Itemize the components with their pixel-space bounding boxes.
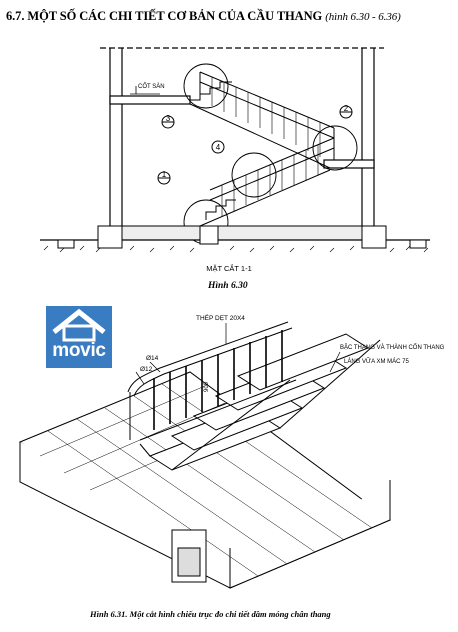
label-900: 900 [204, 381, 210, 392]
label-thep-det: THÉP DẸT 20X4 [196, 313, 245, 322]
ground-foundation [40, 225, 430, 249]
section-heading: 6.7. MỘT SỐ CÁC CHI TIẾT CƠ BẢN CỦA CẦU … [6, 9, 456, 24]
stair-stringer [139, 339, 381, 471]
figure-6-31-caption: Hình 6.31. Một cắt hình chiếu trục đo ch… [90, 609, 331, 619]
logo-text: movic [52, 340, 106, 361]
foundation-beam [171, 529, 207, 583]
leader-lines [135, 323, 341, 385]
house-icon [52, 308, 106, 342]
section-label: MẶT CẮT 1-1 [206, 264, 252, 273]
stair-railing [127, 321, 297, 441]
cot-san-label: CỐT SÀN [138, 83, 165, 90]
movic-logo: movic [46, 306, 112, 368]
callout-markers: 2 3 4 1 [157, 104, 353, 185]
upper-flight [189, 71, 335, 169]
callout-4: 4 [216, 143, 221, 152]
stair-steps [148, 333, 370, 471]
figure-reference: (hình 6.30 - 6.36) [325, 11, 401, 23]
label-bac-thang-1: BẬC THANG VÀ THÀNH CỐN THANG [340, 344, 445, 351]
label-d14: Ø14 [146, 355, 159, 362]
callout-3: 3 [166, 114, 171, 123]
callout-1: 1 [162, 170, 167, 179]
cot-san-marker: CỐT SÀN [130, 83, 165, 95]
wall-outline [100, 47, 384, 232]
soil-hatching [43, 245, 429, 253]
label-d12: Ø12 [140, 366, 153, 373]
callout-2: 2 [344, 104, 349, 113]
figure-6-30-caption: Hình 6.30 [208, 281, 248, 291]
railing-balusters [153, 330, 283, 430]
label-bac-thang-2: LÁNG VỮA XM MÁC 75 [344, 358, 409, 365]
section-title: 6.7. MỘT SỐ CÁC CHI TIẾT CƠ BẢN CỦA CẦU … [6, 9, 323, 23]
floor-tiles [39, 383, 373, 577]
upper-balusters [211, 77, 321, 157]
